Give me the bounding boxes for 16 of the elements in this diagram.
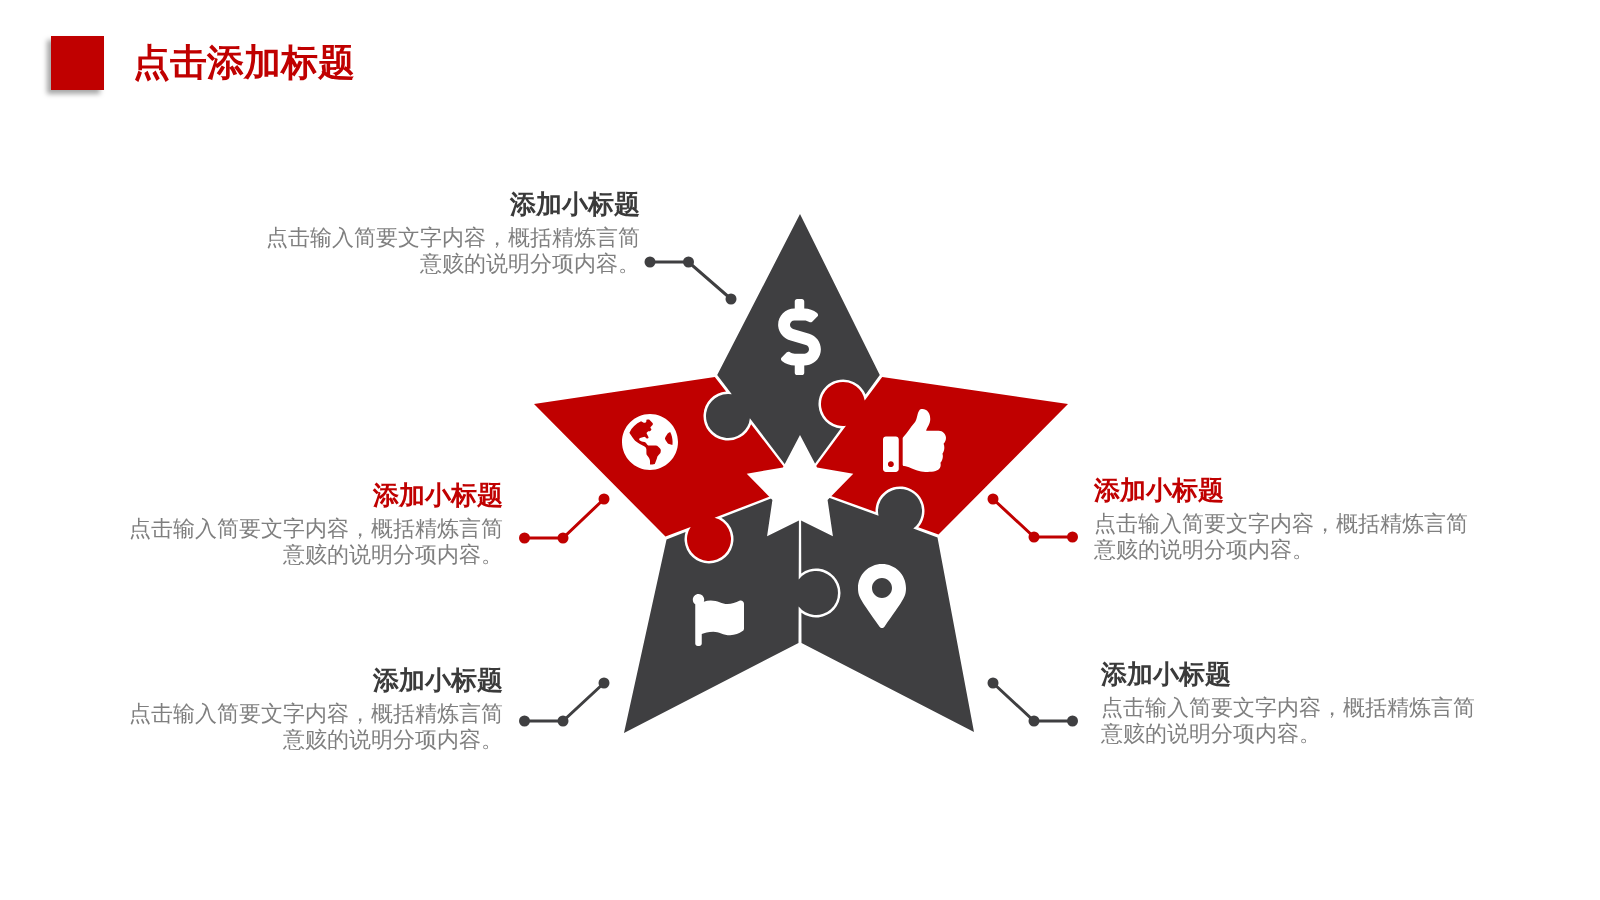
description-text: 点击输入简要文字内容，概括精炼言简意赅的说明分项内容。: [128, 516, 503, 568]
description-text: 点击输入简要文字内容，概括精炼言简意赅的说明分项内容。: [1094, 511, 1469, 563]
leader-line: [987, 677, 1078, 727]
subtitle-heading: 添加小标题: [1101, 659, 1231, 690]
leader-line: [644, 256, 737, 305]
subtitle-heading: 添加小标题: [510, 189, 640, 220]
subtitle-heading: 添加小标题: [373, 665, 503, 696]
subtitle-heading: 添加小标题: [373, 480, 503, 511]
leader-line: [519, 493, 610, 544]
subtitle-heading: 添加小标题: [1094, 475, 1224, 506]
leader-line: [987, 493, 1078, 543]
description-text: 点击输入简要文字内容，概括精炼言简意赅的说明分项内容。: [1101, 695, 1476, 747]
description-text: 点击输入简要文字内容，概括精炼言简意赅的说明分项内容。: [265, 225, 640, 277]
description-text: 点击输入简要文字内容，概括精炼言简意赅的说明分项内容。: [128, 701, 503, 753]
leader-line: [519, 677, 610, 727]
slide-title: 点击添加标题: [133, 41, 355, 85]
